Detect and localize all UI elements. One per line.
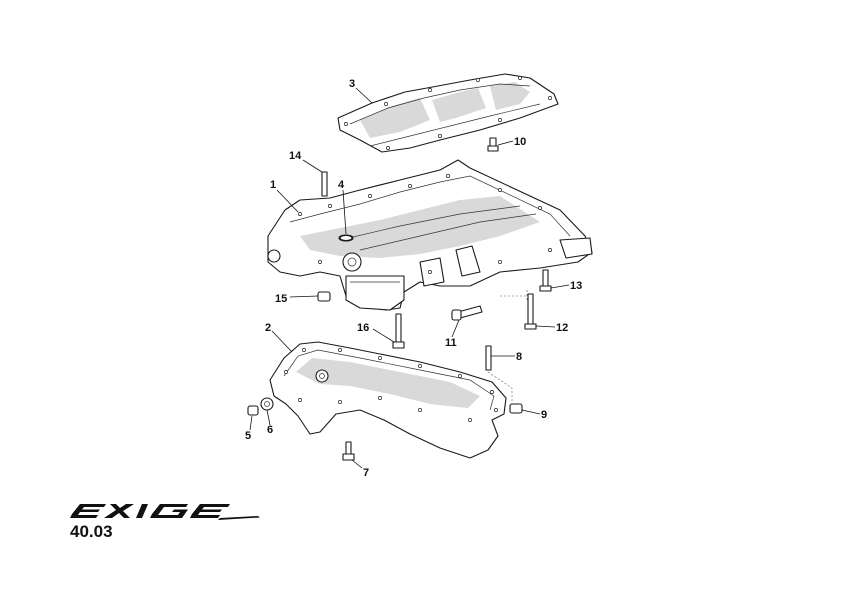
baffle-plate	[337, 73, 559, 153]
bolt-10	[487, 137, 499, 152]
callout-13: 13	[570, 280, 582, 292]
plug-9	[509, 403, 523, 414]
callout-11: 11	[445, 337, 457, 349]
callout-1: 1	[270, 179, 276, 191]
callout-4: 4	[338, 179, 345, 191]
callout-15: 15	[275, 293, 287, 305]
callout-12: 12	[556, 322, 568, 334]
page-number: 40.03	[70, 522, 113, 541]
stud-14	[321, 171, 328, 197]
callout-8: 8	[516, 351, 522, 363]
bolt-16	[392, 313, 405, 349]
callout-2: 2	[265, 322, 271, 334]
plug-15	[317, 291, 331, 302]
exige-logo	[70, 504, 260, 520]
bolt-11	[451, 305, 483, 321]
callout-6: 6	[267, 424, 273, 436]
callout-3: 3	[349, 78, 355, 90]
callout-7: 7	[363, 467, 369, 479]
lower-oil-pan	[269, 341, 507, 459]
bolt-13	[539, 269, 552, 292]
callout-10: 10	[514, 136, 526, 148]
washer-6	[260, 397, 274, 411]
bolt-12	[524, 293, 537, 330]
callout-16: 16	[357, 322, 369, 334]
upper-oil-sump	[267, 159, 593, 311]
drain-plug-5	[247, 405, 259, 416]
bolt-7	[342, 441, 355, 461]
callout-9: 9	[541, 409, 547, 421]
callout-14: 14	[289, 150, 302, 162]
stud-8	[485, 345, 492, 371]
callout-5: 5	[245, 430, 251, 442]
o-ring-4	[339, 234, 353, 242]
